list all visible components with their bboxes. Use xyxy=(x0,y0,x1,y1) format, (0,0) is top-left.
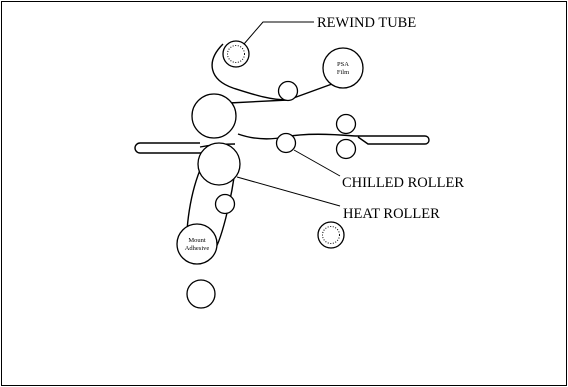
web-top-main-roller xyxy=(228,99,289,104)
idler-roller-lower xyxy=(214,193,236,215)
liner-web-rewind xyxy=(211,43,289,101)
pull-roller-bottom xyxy=(335,138,357,160)
idler-roller-top xyxy=(277,80,299,102)
infeed-board xyxy=(134,142,205,154)
heat-roller-core xyxy=(322,226,340,244)
spare-roller xyxy=(186,279,216,309)
rewind-tube-icon xyxy=(222,40,250,68)
heat-roller-label: HEAT ROLLER xyxy=(343,206,440,222)
rewind-tube-leader xyxy=(243,21,314,45)
upper-laminating-roller xyxy=(191,93,237,139)
chilled-roller xyxy=(275,132,297,154)
mount-adhesive-label-2: Adhesive xyxy=(185,245,210,252)
psa-film-label-2: Film xyxy=(337,69,349,76)
rewind-tube-label: REWIND TUBE xyxy=(317,15,416,31)
rewind-tube-core xyxy=(227,45,245,63)
mount-adhesive-label-1: Mount xyxy=(188,237,206,244)
heat-roller-leader xyxy=(236,176,341,207)
mount-adhesive-roll xyxy=(176,223,218,265)
psa-film-roll xyxy=(322,47,364,89)
pull-roller-top xyxy=(335,113,357,135)
lower-laminating-roller xyxy=(197,142,241,186)
chilled-roller-label: CHILLED ROLLER xyxy=(342,175,464,191)
outfeed-board xyxy=(355,135,430,145)
chilled-roller-leader xyxy=(293,149,341,177)
psa-film-label-1: PSA xyxy=(337,61,349,68)
heat-roller-icon xyxy=(317,221,345,249)
